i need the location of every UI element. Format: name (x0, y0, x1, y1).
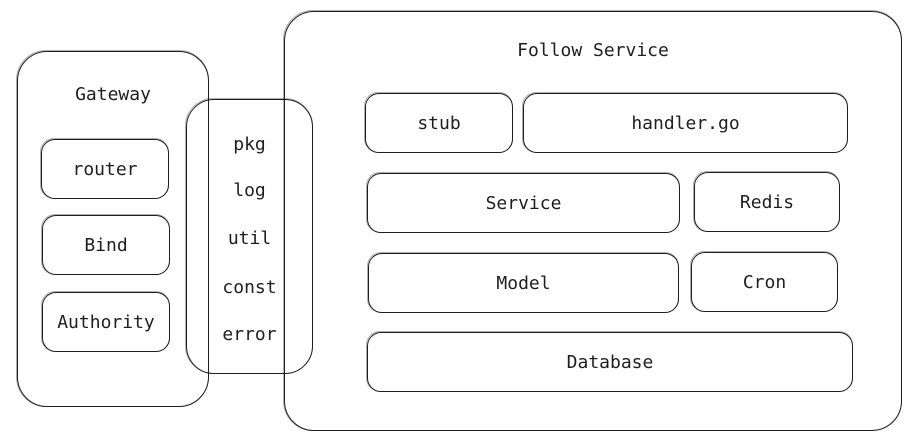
model-label: Model (496, 272, 551, 294)
service-box: Service (366, 172, 680, 233)
handler-box: handler.go (522, 92, 848, 153)
pkg-item-util: util (227, 228, 272, 249)
gateway-module-router: router (40, 138, 169, 199)
pkg-item-error: error (222, 324, 277, 345)
pkg-item-log: log (233, 180, 266, 201)
pkg-item-const: const (222, 277, 277, 298)
stub-label: stub (417, 112, 461, 134)
stub-box: stub (364, 92, 513, 153)
cron-box: Cron (690, 251, 838, 312)
follow-service-container: Follow Service (283, 10, 902, 431)
database-label: Database (566, 351, 654, 373)
follow-service-title: Follow Service (517, 40, 669, 61)
service-label: Service (485, 192, 562, 214)
pkg-item-pkg: pkg (233, 134, 266, 155)
pkg-container: pkg log util const error (185, 98, 313, 374)
gateway-module-authority-label: Authority (57, 311, 155, 333)
cron-label: Cron (742, 271, 787, 293)
gateway-module-bind: Bind (41, 214, 170, 275)
handler-label: handler.go (631, 112, 740, 134)
gateway-title: Gateway (75, 84, 151, 105)
redis-label: Redis (739, 191, 795, 213)
gateway-container: Gateway (16, 50, 209, 407)
gateway-module-router-label: router (72, 158, 138, 180)
model-box: Model (367, 252, 679, 313)
gateway-module-bind-label: Bind (84, 234, 128, 256)
redis-box: Redis (693, 171, 840, 232)
gateway-module-authority: Authority (41, 291, 170, 352)
database-box: Database (366, 331, 853, 392)
